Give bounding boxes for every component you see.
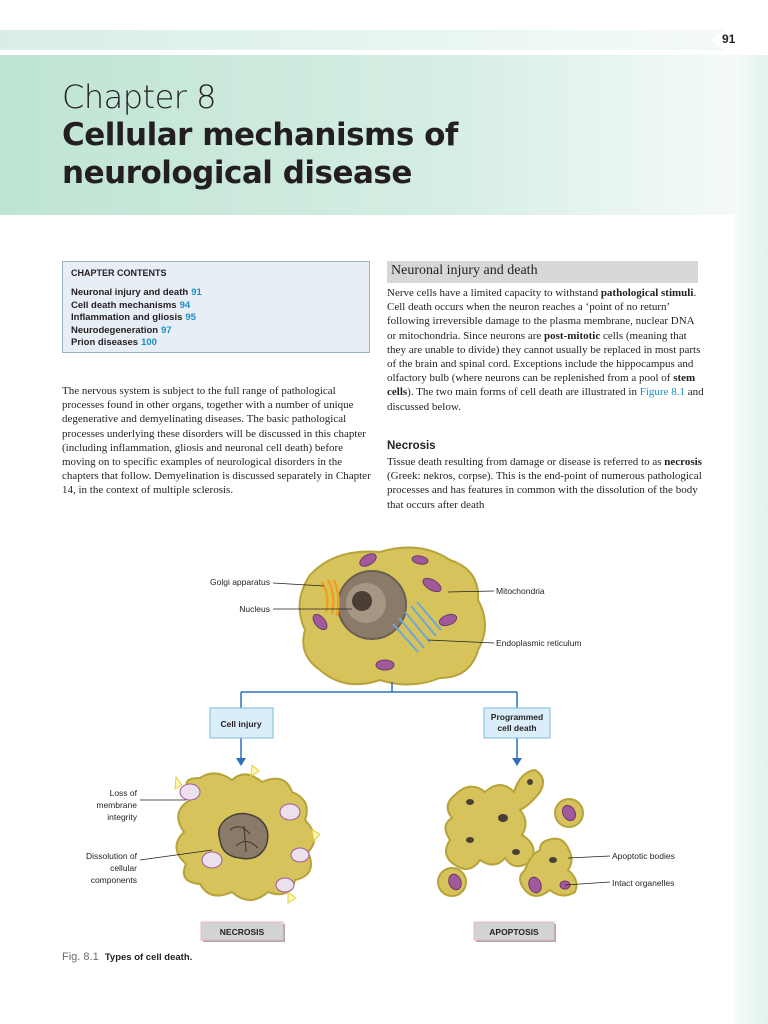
loss-label-line-3: integrity bbox=[107, 812, 138, 822]
contents-item-page: 100 bbox=[141, 337, 157, 348]
apoptosis-tag bbox=[473, 921, 555, 941]
contents-item-label: Prion diseases bbox=[71, 337, 139, 348]
chapter-title-line-1: Cellular mechanisms of bbox=[62, 117, 458, 153]
contents-item-page: 95 bbox=[185, 312, 196, 323]
mitochondrion-shapes bbox=[312, 553, 458, 671]
chapter-contents-heading: CHAPTER CONTENTS bbox=[71, 268, 167, 278]
text-run: cells (meaning that they are unable to d… bbox=[387, 329, 701, 385]
chapter-label: Chapter 8 bbox=[62, 78, 216, 116]
contents-item-label: Neurodegeneration bbox=[71, 324, 159, 336]
golgi-label: Golgi apparatus bbox=[210, 577, 270, 587]
necrosis-subheading: Necrosis bbox=[387, 440, 436, 452]
apoptosis-tag-label: APOPTOSIS bbox=[489, 927, 539, 937]
apoptotic-bodies-label: Apoptotic bodies bbox=[612, 851, 675, 861]
cell-death-figure: Golgi apparatus Nucleus Mitochondria End… bbox=[86, 546, 675, 942]
intact-organelles-label: Intact organelles bbox=[612, 878, 674, 888]
membrane-rupture-shapes bbox=[174, 763, 321, 904]
contents-item-page: 94 bbox=[179, 299, 191, 311]
necrosis-tag-label: NECROSIS bbox=[220, 927, 265, 937]
figure-caption-text: Types of cell death. bbox=[104, 952, 193, 963]
figure-link[interactable]: Figure 8.1 bbox=[639, 386, 685, 399]
term-stem-cells: stem cells bbox=[387, 372, 696, 399]
text-run: ). The two main forms of cell death are … bbox=[407, 386, 640, 399]
page-number: 91 bbox=[722, 32, 736, 46]
figure-caption-number: Fig. 8.1 bbox=[62, 951, 99, 963]
loss-label-line-2: membrane bbox=[96, 800, 137, 810]
loss-label-line-1: Loss of bbox=[110, 788, 138, 798]
right-margin-strip bbox=[735, 55, 768, 1024]
section-heading-bar bbox=[387, 261, 698, 283]
contents-item-label: Cell death mechanisms bbox=[71, 299, 177, 311]
section-heading: Neuronal injury and death bbox=[391, 263, 538, 278]
text-run: Tissue death resulting from damage or di… bbox=[387, 456, 665, 468]
text-run: . Cell death occurs when the neuron reac… bbox=[387, 287, 697, 342]
endoplasmic-reticulum-shape bbox=[392, 601, 442, 653]
programmed-cell-death-box bbox=[483, 707, 551, 739]
nucleolus bbox=[352, 591, 372, 611]
contents-item-page: 97 bbox=[161, 324, 172, 336]
necrosis-paragraph: Tissue death resulting from damage or di… bbox=[387, 455, 705, 512]
neuronal-injury-paragraph: Nerve cells have a limited capacity to w… bbox=[387, 286, 705, 414]
dissolution-label-line-2: cellular bbox=[110, 863, 137, 873]
healthy-cell bbox=[272, 546, 495, 686]
programmed-label-line-1: Programmed bbox=[491, 712, 543, 722]
contents-item-label: Inflammation and gliosis bbox=[71, 312, 183, 323]
necrosis-tag bbox=[200, 921, 284, 941]
term-pathological-stimuli: pathological stimuli bbox=[600, 287, 694, 299]
arrow-down-icon bbox=[236, 758, 246, 766]
intro-paragraph: The nervous system is subject to the ful… bbox=[62, 385, 371, 497]
term-necrosis: necrosis bbox=[664, 456, 702, 468]
term-post-mitotic: post-mitotic bbox=[544, 329, 601, 342]
text-run: (Greek: nekros, corpse). This is the end… bbox=[387, 470, 702, 511]
text-run: and discussed below. bbox=[387, 386, 704, 413]
contents-item-label: Neuronal injury and death bbox=[71, 287, 189, 298]
necrotic-cell bbox=[139, 763, 321, 904]
nucleus-label: Nucleus bbox=[239, 604, 270, 614]
chapter-title-line-2: neurological disease bbox=[62, 155, 412, 191]
chapter-title: Cellular mechanisms of neurological dise… bbox=[62, 116, 582, 192]
arrow-down-icon bbox=[512, 758, 522, 766]
mitochondria-label: Mitochondria bbox=[496, 586, 545, 596]
page-number-tab bbox=[712, 30, 768, 50]
programmed-label-line-2: cell death bbox=[497, 723, 536, 733]
dissolution-label-line-1: Dissolution of bbox=[86, 851, 138, 861]
swollen-mitochondria bbox=[179, 783, 310, 893]
flow-connectors bbox=[240, 682, 518, 758]
contents-item-page: 91 bbox=[191, 287, 202, 298]
intact-mitochondria bbox=[448, 804, 577, 894]
chapter-header-band bbox=[0, 55, 768, 215]
er-label: Endoplasmic reticulum bbox=[496, 638, 582, 648]
chapter-contents-box: CHAPTER CONTENTS Neuronal injury and dea… bbox=[62, 261, 370, 353]
apoptotic-cell bbox=[437, 768, 584, 897]
text-run: Nerve cells have a limited capacity to w… bbox=[387, 287, 601, 299]
figure-caption: Fig. 8.1 Types of cell death. bbox=[62, 951, 192, 963]
dissolution-label-line-3: components bbox=[91, 875, 137, 885]
cell-injury-box bbox=[209, 707, 274, 739]
top-band bbox=[0, 30, 768, 50]
condensed-chromatin bbox=[466, 779, 557, 863]
cell-injury-label: Cell injury bbox=[220, 719, 261, 729]
